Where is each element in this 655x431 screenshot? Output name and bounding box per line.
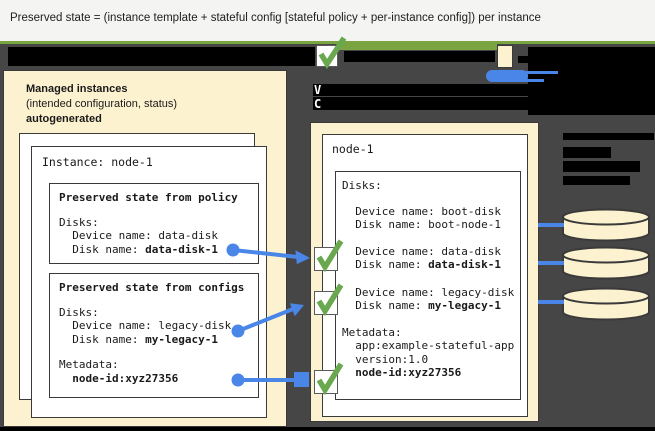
legend-checkmark-box (316, 45, 338, 67)
disk-name-value: my-legacy-1 (428, 299, 501, 312)
redaction-bar (563, 176, 630, 185)
redaction-bar (313, 84, 590, 96)
redaction-bar (563, 133, 654, 140)
preserved-state-policy-box: Preserved state from policy Disks: Devic… (49, 183, 259, 264)
vm-card-title: node-1 (332, 142, 374, 156)
checkmark-box-metadata (314, 370, 338, 394)
redaction-bar (344, 51, 495, 62)
checkmark-box-legacy-disk (314, 291, 338, 315)
metadata-line: node-id:xyz27356 (59, 372, 244, 386)
device-name-line: Device name: legacy-disk (342, 285, 515, 299)
metadata-line: app:example-stateful-app (342, 339, 515, 352)
disk-name-value: data-disk-1 (145, 242, 218, 256)
disk-name-line: Disk name: data-disk-1 (59, 243, 238, 257)
metadata-value: node-id:xyz27356 (72, 371, 179, 385)
blue-scribble-line (510, 79, 544, 82)
instance-card-title: Instance: node-1 (42, 155, 153, 169)
metadata-prefix (59, 372, 72, 385)
redaction-bar (563, 147, 611, 158)
device-name-line: Device name: data-disk (342, 244, 501, 258)
managed-panel-title: Managed instances (26, 83, 128, 95)
disk-name-prefix: Disk name: (342, 258, 429, 271)
metadata-label: Metadata: (342, 325, 402, 339)
metadata-line: node-id:xyz27356 (342, 366, 514, 380)
redacted-text-fragment: C (314, 97, 322, 111)
vm-disks-box: Disks: Device name: boot-disk Disk name:… (335, 171, 521, 400)
metadata-label: Metadata: (59, 358, 119, 371)
disk-name-value: my-legacy-1 (145, 332, 218, 346)
device-name-line: Device name: data-disk (59, 229, 218, 242)
disks-label: Disks: (59, 215, 99, 229)
metadata-line: version:1.0 (342, 352, 429, 366)
configs-box-title: Preserved state from configs (59, 281, 245, 294)
disk-name-value: data-disk-1 (428, 258, 501, 271)
diagram-title: Preserved state = (instance template + s… (10, 12, 541, 24)
blue-scribble-line (526, 71, 558, 74)
managed-panel-subtitle: (intended configuration, status) (26, 98, 178, 110)
metadata-value: node-id:xyz27356 (355, 366, 462, 379)
disk-name-line: Disk name: data-disk-1 (342, 258, 514, 272)
redacted-text-fragment: V (314, 83, 322, 97)
redaction-bar (313, 97, 598, 110)
green-divider (0, 41, 655, 44)
disks-label: Disks: (342, 179, 382, 192)
disk-cylinder-label: my-legacy-1 (569, 298, 643, 311)
disk-cylinder-label: data-disk-1 (569, 257, 643, 270)
disk-name-prefix: Disk name: (59, 242, 146, 256)
redaction-bar (8, 47, 315, 66)
checkmark-box-data-disk (314, 247, 338, 271)
disk-name-line: Disk name: boot-node-1 (342, 218, 501, 231)
disk-name-line: Disk name: my-legacy-1 (342, 299, 514, 313)
disks-label: Disks: (59, 305, 99, 319)
disk-name-prefix: Disk name: (342, 299, 429, 312)
vm-instance-card: node-1 Disks: Device name: boot-disk Dis… (322, 134, 528, 417)
redaction-bar (518, 56, 532, 63)
device-name-line: Device name: boot-disk (342, 204, 501, 218)
disk-name-prefix: Disk name: (59, 332, 146, 346)
preserved-state-configs-box: Preserved state from configs Disks: Devi… (49, 273, 259, 398)
managed-panel-note: autogenerated (26, 113, 102, 125)
legend-cream-swatch (497, 45, 513, 68)
policy-box-title: Preserved state from policy (59, 191, 238, 204)
legend-green-bar (338, 43, 497, 50)
metadata-prefix (342, 366, 355, 379)
redaction-bar (563, 161, 640, 172)
bottom-black-strip (0, 427, 655, 431)
disk-cylinder-label: boot-node-1 (569, 219, 643, 232)
device-name-line: Device name: legacy-disk (59, 319, 232, 332)
instance-card: Instance: node-1 Preserved state from po… (31, 146, 267, 418)
title-bar: Preserved state = (instance template + s… (0, 0, 655, 41)
disk-name-line: Disk name: my-legacy-1 (59, 333, 244, 347)
